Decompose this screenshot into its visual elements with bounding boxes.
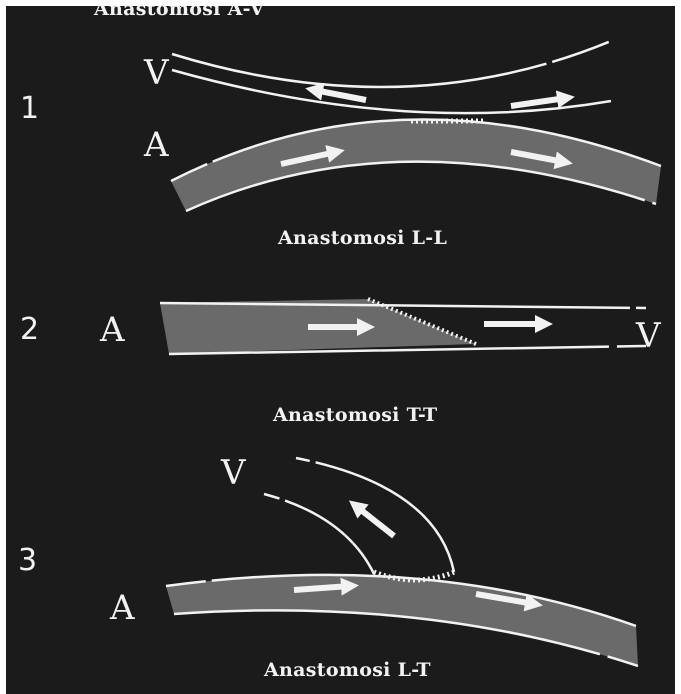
- panel-1-vein-arrow-left: [314, 90, 366, 100]
- diagram-panel: Anastomosi A-V 1 V A Anastomosi L-L 2 A …: [6, 6, 675, 694]
- panel-1-vein-arrow-right: [511, 98, 566, 106]
- panel-3-artery-arrow-left: [294, 586, 350, 590]
- panel-1-vein-top-wall: [172, 41, 611, 87]
- panel-3-drawing: [166, 458, 638, 666]
- vessel-drawings: [6, 6, 675, 694]
- panel-1-artery: [171, 119, 661, 211]
- panel-1-vein-bottom-wall: [172, 70, 611, 113]
- panel-1-drawing: [171, 41, 661, 211]
- panel-2-drawing: [160, 299, 646, 354]
- panel-3-artery: [166, 575, 638, 666]
